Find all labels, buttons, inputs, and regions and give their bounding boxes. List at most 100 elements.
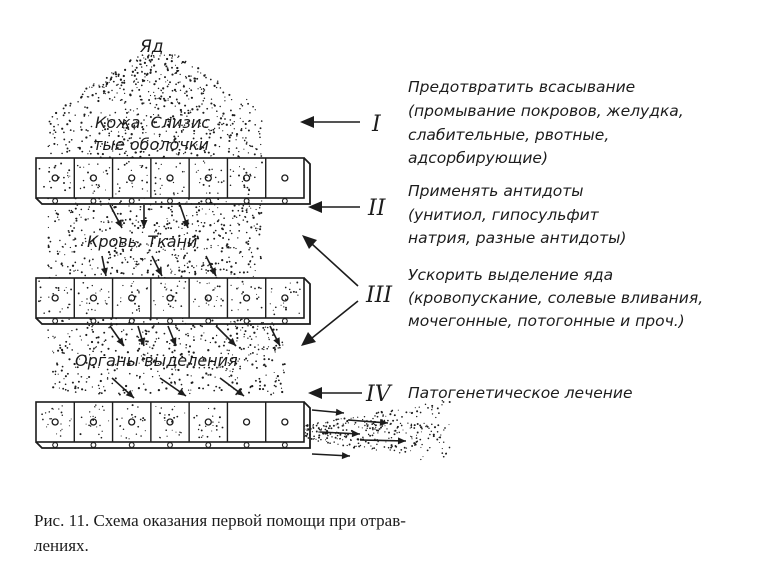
cell-stipple-dot <box>126 181 128 184</box>
cell-stipple-dot <box>103 409 105 411</box>
cell-stipple-dot <box>138 291 140 294</box>
cell-stipple-dot <box>101 405 104 408</box>
cell-stipple-dot <box>297 294 299 296</box>
cell-stipple-dot <box>60 423 62 425</box>
cell-stipple-dot <box>53 166 56 169</box>
layer-skin-label-line2: тые оболочки <box>93 135 209 154</box>
cell-stipple-dot <box>180 432 182 434</box>
cell-stipple-dot <box>237 287 239 289</box>
cell-base-marker <box>205 442 212 448</box>
cell-stipple-dot <box>229 169 232 171</box>
cell-row-blood-depth <box>35 277 311 325</box>
cell-base-marker <box>90 442 97 448</box>
step-1-line-1: Предотвратить всасывание <box>408 78 635 96</box>
cell-stipple-dot <box>63 289 66 292</box>
cell-stipple-dot <box>57 177 60 180</box>
cell-base-marker <box>52 198 59 204</box>
cell-stipple-dot <box>175 166 178 168</box>
arrow-step-1 <box>300 116 360 128</box>
cell-stipple-dot <box>46 426 48 428</box>
cell-stipple-dot <box>165 289 167 291</box>
cell-stipple-dot <box>52 408 54 410</box>
cell-stipple-dot <box>41 413 43 416</box>
cell-stipple-dot <box>48 167 50 169</box>
cell-stipple-dot <box>242 291 245 294</box>
cell-stipple-dot <box>146 174 148 176</box>
cell-stipple-dot <box>237 309 239 311</box>
cell-stipple-dot <box>173 194 175 196</box>
cell-stipple-dot <box>131 182 133 184</box>
cell-stipple-dot <box>105 303 108 305</box>
cell-stipple-dot <box>164 283 166 285</box>
cell-stipple-dot <box>184 412 186 414</box>
cell-base-marker <box>128 198 135 204</box>
cell-stipple-dot <box>247 295 249 297</box>
cell-stipple-dot <box>137 425 140 428</box>
cell-stipple-dot <box>79 433 82 436</box>
cell-stipple-dot <box>58 408 60 410</box>
cell-stipple-dot <box>213 305 216 307</box>
flow-arrow-skin-0 <box>109 204 123 229</box>
cell-stipple-dot <box>212 415 214 417</box>
cell-stipple-dot <box>211 168 213 171</box>
cell-stipple-dot <box>115 193 117 195</box>
flow-arrow-organs-3 <box>215 325 237 347</box>
cell-stipple-dot <box>92 415 94 418</box>
cell-stipple-dot <box>168 179 171 182</box>
cell-stipple-dot <box>298 312 300 314</box>
cell-stipple-dot <box>123 163 126 166</box>
cell-stipple-dot <box>154 176 157 179</box>
cell-nucleus <box>128 294 136 302</box>
cell-stipple-dot <box>137 406 139 408</box>
cell-stipple-dot <box>89 411 91 413</box>
cell-stipple-dot <box>47 423 49 426</box>
cell-stipple-dot <box>261 161 263 164</box>
cell-stipple-dot <box>175 431 177 433</box>
cell-stipple-dot <box>215 429 218 431</box>
cell-stipple-dot <box>241 292 243 295</box>
cell-stipple-dot <box>70 418 72 420</box>
cell-stipple-dot <box>138 310 140 312</box>
cell-base-marker <box>167 198 173 204</box>
cell-base-marker <box>128 442 135 448</box>
cell-stipple-dot <box>256 297 259 300</box>
cell-stipple-dot <box>68 425 70 427</box>
cell-stipple-dot <box>98 185 101 188</box>
cell-stipple-dot <box>100 288 103 290</box>
cell-stipple-dot <box>283 306 285 308</box>
cell-stipple-dot <box>160 163 162 166</box>
cell-stipple-dot <box>273 313 276 316</box>
cell-stipple-dot <box>176 415 179 418</box>
cell-stipple-dot <box>60 162 63 165</box>
cell-stipple-dot <box>89 177 92 179</box>
step-4-numeral: IV <box>365 382 393 407</box>
flow-arrow-exit-2 <box>319 430 361 438</box>
cell-stipple-dot <box>171 408 174 411</box>
cell-stipple-dot <box>80 416 83 419</box>
cell-stipple-dot <box>206 176 208 179</box>
cell-stipple-dot <box>138 307 140 310</box>
cell-stipple-dot <box>272 309 274 311</box>
cell-stipple-dot <box>183 186 185 189</box>
cell-stipple-dot <box>57 289 60 292</box>
cell-stipple-dot <box>193 416 196 419</box>
cell-stipple-dot <box>95 183 98 186</box>
cell-stipple-dot <box>198 436 201 439</box>
cell-nucleus <box>281 418 289 426</box>
cell-stipple-dot <box>206 435 209 438</box>
cell-stipple-dot <box>243 184 246 187</box>
cell-base-marker <box>90 198 97 204</box>
cell-stipple-dot <box>49 180 51 183</box>
cell-stipple-dot <box>135 433 138 435</box>
cell-base-marker <box>167 318 173 324</box>
cell-nucleus <box>204 174 212 182</box>
cell-stipple-dot <box>249 173 252 176</box>
cell-stipple-dot <box>67 172 69 174</box>
cell-stipple-dot <box>290 291 292 294</box>
cell-stipple-dot <box>39 300 42 302</box>
cell-stipple-dot <box>162 309 165 311</box>
cell-stipple-dot <box>106 172 109 175</box>
arrow-step-4 <box>308 387 362 399</box>
cell-stipple-dot <box>179 162 181 165</box>
